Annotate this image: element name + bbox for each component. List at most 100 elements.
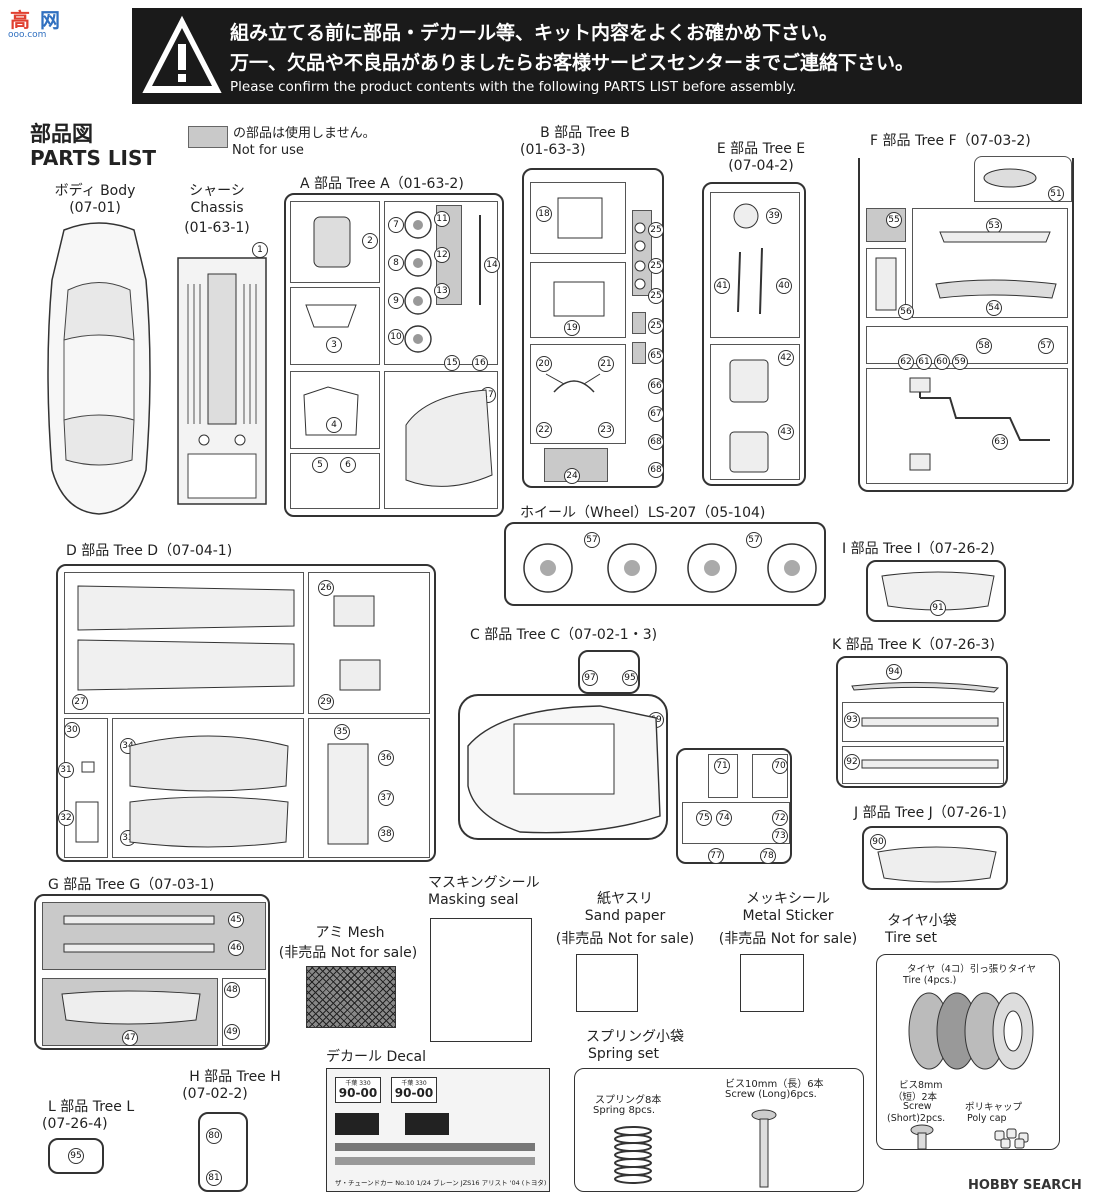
- part-number: 27: [72, 694, 88, 710]
- warning-triangle-icon: [142, 15, 222, 93]
- part-number: 8: [388, 255, 404, 271]
- tree-j-title: J 部品 Tree J（07-26-1): [854, 805, 1007, 821]
- part-number: 58: [976, 338, 992, 354]
- part-number: 49: [224, 1024, 240, 1040]
- banner-line-3: Please confirm the product contents with…: [230, 79, 797, 95]
- banner-line-2: 万一、欠品や不良品がありましたらお客様サービスセンターまでご連絡下さい。: [230, 52, 915, 74]
- part-number: 42: [778, 350, 794, 366]
- sandpaper-sheet: [576, 954, 638, 1012]
- part-number: 92: [844, 754, 860, 770]
- part-number: 65: [648, 348, 664, 364]
- license-plate-number: 90-00: [338, 1086, 378, 1100]
- part-number: 40: [776, 278, 792, 294]
- tree-g-title: G 部品 Tree G（07-03-1): [48, 877, 215, 893]
- tree-h-title: H 部品 Tree H: [189, 1069, 281, 1085]
- part-number: 41: [714, 278, 730, 294]
- tree-l: 95: [48, 1138, 104, 1174]
- tree-g-cell-unused: [42, 902, 266, 970]
- parts-list-heading-jp: 部品図: [30, 122, 93, 146]
- spring-label-jp: スプリング8本: [595, 1095, 662, 1106]
- tree-i-parts-drawing: [881, 571, 995, 611]
- watermark-url: ooo.com: [8, 30, 47, 40]
- part-number: 56: [898, 304, 914, 320]
- part-number: 14: [484, 257, 500, 273]
- wheel-title: ホイール（Wheel）LS-207（05-104): [520, 505, 766, 521]
- tree-e-parts-drawing: [729, 203, 769, 473]
- part-number: 12: [434, 247, 450, 263]
- part-number: 2: [362, 233, 378, 249]
- part-number: 70: [772, 758, 788, 774]
- chassis-drawing: [177, 257, 267, 505]
- tree-d-cell: [64, 718, 108, 858]
- mesh-sheet: [306, 966, 396, 1028]
- parts-list-heading-en: PARTS LIST: [30, 146, 157, 170]
- body-code: (07-01): [69, 200, 121, 216]
- tree-h: 80 81: [198, 1112, 248, 1192]
- decal-caption: ザ・チューンドカー No.10 1/24 ブレーン JZS16 アリスト '04…: [335, 1179, 547, 1187]
- metal-note: (非売品 Not for sale): [718, 931, 858, 947]
- part-number: 95: [68, 1148, 84, 1164]
- masking-seal-sheet: [430, 918, 532, 1042]
- tree-g: 45 46 47 48 49: [34, 894, 270, 1050]
- part-number: 43: [778, 424, 794, 440]
- screw-long-label-jp: ビス10mm（長）6本: [725, 1079, 824, 1090]
- tree-f-parts-drawing: [875, 168, 1057, 471]
- part-number: 68: [648, 434, 664, 450]
- screw-short-label-en-2: (Short)2pcs.: [887, 1113, 946, 1124]
- spring-set-bag: スプリング8本 Spring 8pcs. ビス10mm（長）6本 Screw (…: [574, 1068, 864, 1192]
- tree-d-title: D 部品 Tree D（07-04-1): [66, 543, 233, 559]
- tree-b-cell-unused: [632, 342, 646, 364]
- tree-l-code: (07-26-4): [42, 1116, 108, 1132]
- metal-title-jp: メッキシール: [746, 891, 830, 907]
- car-body-drawing: [47, 222, 151, 515]
- part-number: 90: [870, 834, 886, 850]
- part-number: 67: [648, 406, 664, 422]
- tree-d: 26 27 29 30 31 32 33 34 35 36 37 38: [56, 564, 436, 862]
- decal-dark-panel: [405, 1113, 449, 1135]
- part-number: 60: [934, 354, 950, 370]
- part-number: 36: [378, 750, 394, 766]
- part-number: 71: [714, 758, 730, 774]
- part-number: 47: [122, 1030, 138, 1046]
- tree-b-cell-unused: [632, 312, 646, 334]
- poly-cap-label-en: Poly cap: [967, 1113, 1007, 1124]
- masking-title-en: Masking seal: [428, 892, 519, 908]
- part-number: 4: [326, 417, 342, 433]
- tree-d-parts-drawing: [75, 585, 381, 848]
- not-for-use-label-jp: の部品は使用しません。: [233, 126, 376, 141]
- poly-cap-drawing: [994, 1128, 1029, 1149]
- part-number: 77: [708, 848, 724, 864]
- tree-b-title: B 部品 Tree B: [540, 125, 630, 141]
- part-number: 23: [598, 422, 614, 438]
- part-number: 13: [434, 283, 450, 299]
- part-number: 32: [58, 810, 74, 826]
- part-number: 63: [992, 434, 1008, 450]
- tree-c: 69: [458, 694, 668, 840]
- part-number: 6: [340, 457, 356, 473]
- tree-a: 2 3 4 5 6 7 8 9 10 11 12 13 14 15 16 17: [284, 193, 504, 517]
- spring-label-en: Spring 8pcs.: [593, 1105, 656, 1116]
- part-number: 37: [378, 790, 394, 806]
- part-number: 24: [564, 468, 580, 484]
- part-number: 74: [716, 810, 732, 826]
- tree-g-parts-drawing: [61, 915, 215, 1025]
- part-number: 81: [206, 1170, 222, 1186]
- part-number: 91: [930, 600, 946, 616]
- spring-title-jp: スプリング小袋: [586, 1029, 684, 1045]
- part-number: 59: [952, 354, 968, 370]
- tree-e-code: (07-04-2): [728, 158, 794, 174]
- tree-c-cell: [708, 754, 738, 798]
- spring-drawing: [614, 1126, 652, 1184]
- watermark-text: 高: [10, 8, 30, 32]
- tree-b-parts-drawing: [545, 197, 646, 393]
- chassis-title-jp: シャーシ: [189, 183, 245, 199]
- hobby-search-logo: HOBBY SEARCH: [968, 1178, 1082, 1193]
- part-number: 54: [986, 300, 1002, 316]
- decal-stripe: [335, 1143, 535, 1151]
- part-number: 3: [326, 337, 342, 353]
- screw-short-label-jp-2: （短）2本: [893, 1092, 938, 1103]
- tree-c-title: C 部品 Tree C（07-02-1・3): [470, 627, 658, 643]
- tireset-title-en: Tire set: [885, 930, 937, 946]
- tire-set-bag: タイヤ（4コ）引っ張りタイヤ Tire (4pcs.) ビス8mm （短）2本 …: [876, 954, 1060, 1150]
- part-number: 19: [564, 320, 580, 336]
